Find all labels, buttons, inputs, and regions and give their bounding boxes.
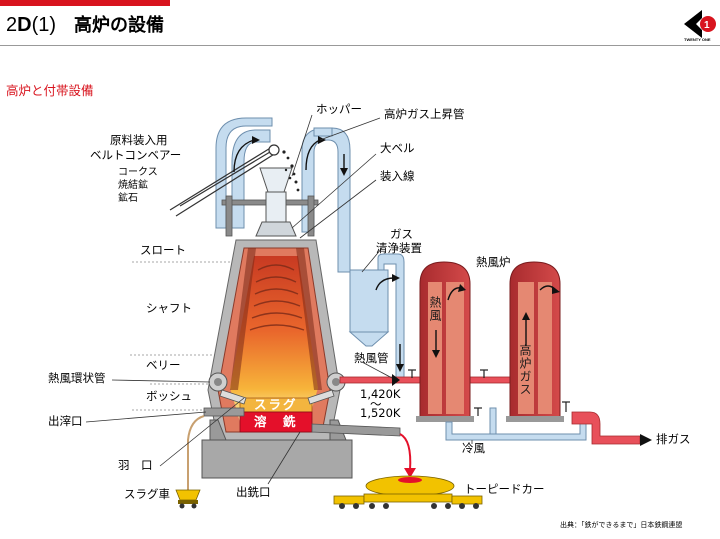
gas-uptake-pipe-right [301,127,405,379]
header: 2D(1) 高炉の設備 1 TWENTY ONE [0,0,720,46]
label-bustle-pipe: 熱風環状管 [48,371,106,385]
label-taphole: 出銑口 [236,485,271,499]
callout-lines [85,114,473,485]
label-hot-stove: 熱風炉 [476,255,511,269]
slag-car [175,489,201,509]
torpedo-car [333,475,483,509]
charge-particles [282,150,300,192]
arrow-heads [252,136,560,372]
header-rule [0,45,720,46]
label-leader-lines [130,261,235,411]
exhaust-pipe [571,411,652,446]
label-stockline: 装入線 [380,169,415,183]
label-material-coke: コークス [118,167,158,178]
hearth [239,397,313,433]
label-gas-uptake: 高炉ガス上昇管 [384,107,465,121]
label-throat: スロート [140,243,186,257]
label-tuyere: 羽 口 [118,458,153,472]
conveyor-belt [169,144,280,217]
label-hot-air-pipe: 熱風管 [354,351,389,365]
label-temp-high: 1,520K [360,406,401,420]
label-temp-tilde: 〜 [370,397,382,411]
title-text: 高炉の設備 [74,15,165,36]
valves [408,369,570,416]
header-accent-bar [0,0,170,6]
twenty-one-logo-icon: 1 [684,10,716,38]
furnace-shell [207,239,341,441]
label-molten-iron: 溶 銑 [254,414,298,429]
label-slag: スラグ [254,397,298,412]
label-conveyor-1: 原料装入用 [110,133,168,147]
label-exhaust: 排ガス [656,432,691,446]
label-shaft: シャフト [146,301,192,315]
hot-stove-2 [506,261,564,422]
label-belly: ベリー [146,358,181,372]
label-gas-cleaning-1: ガス [390,227,413,241]
label-temp-low: 1,420K [360,387,401,401]
iron-runner [311,423,416,478]
label-conveyor-2: ベルトコンベアー [90,148,182,162]
label-hopper: ホッパー [316,102,362,116]
label-material-sinter: 焼結鉱 [118,180,148,191]
label-cold-air: 冷風 [462,441,485,455]
label-gas-cleaning-2: 清浄装置 [376,241,422,255]
label-material-ore: 鉱石 [118,193,138,204]
hot-stove-1 [416,261,474,422]
subtitle: 高炉と付帯設備 [6,83,94,98]
label-slag-car: スラグ車 [124,487,170,501]
label-stove-hot-air: 熱風 [428,296,442,322]
svg-text:1: 1 [704,20,710,31]
foundation [201,419,353,479]
label-stove-gas: 高炉ガス [518,344,532,396]
logo-text: TWENTY ONE [684,37,711,42]
label-torpedo-car: トーピードカー [464,482,545,496]
hopper [255,167,297,237]
label-big-bell: 大ベル [380,141,415,155]
label-bosh: ボッシュ [146,389,192,403]
source-credit: 出典：「鉄ができるまで」日本鉄鋼連盟 [560,521,683,529]
page-title: 2D(1) 高炉の設備 [6,11,164,37]
section-code: 2D(1) [6,14,57,36]
label-slag-notch: 出滓口 [48,414,83,428]
